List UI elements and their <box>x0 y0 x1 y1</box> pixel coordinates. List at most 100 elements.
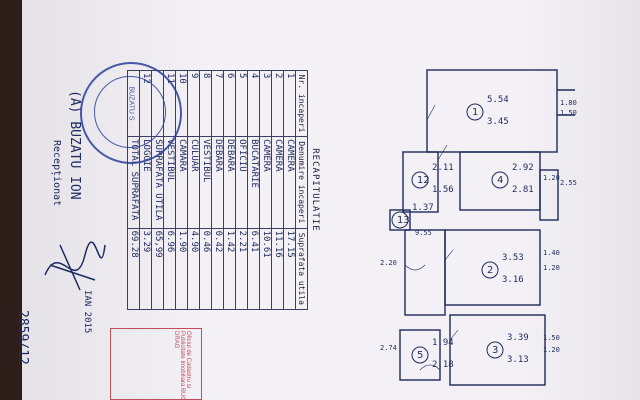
recap-title: RECAPITULATIE <box>310 148 320 232</box>
room-circle-3 <box>486 341 504 359</box>
signature <box>44 241 106 291</box>
room-circle-4 <box>491 171 509 189</box>
receipt-label: Recepționat <box>51 140 62 207</box>
room-dim-a-3: 3.39 <box>507 333 529 343</box>
room-number-5: 5 <box>417 350 423 361</box>
room-dim-a-13: 1.37 <box>412 203 434 213</box>
room-dim-b-12: 1.56 <box>432 185 454 195</box>
room-number-12: 12 <box>417 175 430 186</box>
stamp-inner-ring <box>94 76 166 148</box>
owner-prefix: (A) <box>67 90 82 114</box>
dim-d: 2.55 <box>560 179 577 187</box>
cell-name: CAMERA <box>259 136 272 229</box>
room-dim-a-5: 1.94 <box>432 338 454 348</box>
cell-name: BUCATARIE <box>247 136 260 229</box>
cell-nr: 3 <box>259 70 272 137</box>
handwritten-number: 2859/12 <box>15 310 30 365</box>
dim-j: 2.20 <box>380 259 397 267</box>
cell-area: 11.16 <box>271 228 284 310</box>
room-circle-2 <box>481 261 499 279</box>
cell-nr: 7 <box>211 70 224 137</box>
red-stamp-text: Oficiul de Cadastru si Publicitate Imobi… <box>173 331 191 400</box>
cell-nr: 5 <box>235 70 248 137</box>
cell-name: CAMERA <box>283 136 296 229</box>
cell-nr: 6 <box>223 70 236 137</box>
cell-name: CAMARA <box>175 136 188 229</box>
cell-area: 69.28 <box>127 228 140 310</box>
cell-nr: 8 <box>199 70 212 137</box>
room-circle-13 <box>391 211 409 229</box>
room-number-3: 3 <box>492 345 498 356</box>
col-area-header: Suprafata utila <box>295 228 308 310</box>
cell-area: 6.96 <box>163 228 176 310</box>
room-dim-b-4: 2.81 <box>512 185 534 195</box>
cell-name: DEBARA <box>211 136 224 229</box>
dim-b: 1.50 <box>560 109 577 117</box>
col-name-header: Denumire incaperi <box>295 136 308 229</box>
room-dim-a-12: 2.11 <box>432 163 454 173</box>
room-dim-b-3: 3.13 <box>507 355 529 365</box>
dim-k: 2.74 <box>380 344 397 352</box>
floor-plan-drawing: 1 5.54 3.45 2 3.53 3.16 3 3.39 3.13 4 2.92 2.81 5 1.9… <box>380 69 577 386</box>
cell-nr: 4 <box>247 70 260 137</box>
room-circle-12 <box>411 171 429 189</box>
cell-name: CULUAR <box>187 136 200 229</box>
cell-area: 0.46 <box>199 228 212 310</box>
cell-area: 0.42 <box>211 228 224 310</box>
cell-area: 17.15 <box>283 228 296 310</box>
cell-area: 1.90 <box>175 228 188 310</box>
cell-area: 4.90 <box>187 228 200 310</box>
cell-nr: 2 <box>271 70 284 137</box>
cell-area: 1.42 <box>223 228 236 310</box>
room-dim-b-5: 2.18 <box>432 360 454 370</box>
cell-nr: 1 <box>283 70 296 137</box>
cell-area: 2.21 <box>235 228 248 310</box>
room-number-4: 4 <box>497 175 503 186</box>
cell-area: 3.29 <box>139 228 152 310</box>
cell-area: 10.61 <box>259 228 272 310</box>
cell-area: 65,99 <box>151 228 164 310</box>
stamp-text: BUZATU S <box>127 86 135 121</box>
room-number-13: 13 <box>397 215 410 226</box>
red-cadastre-stamp: Oficiul de Cadastru si Publicitate Imobi… <box>110 328 202 400</box>
room-circle-1 <box>466 103 484 121</box>
cell-area: 6.41 <box>247 228 260 310</box>
room-circle-5 <box>411 346 429 364</box>
dim-e: 1.40 <box>543 249 560 257</box>
dim-c: 1.20 <box>543 174 560 182</box>
room-number-2: 2 <box>487 265 493 276</box>
room-dim-b-1: 3.45 <box>487 117 509 127</box>
cell-name: OFICIU <box>235 136 248 229</box>
owner-name: BUZATU ION <box>67 121 82 200</box>
table-header-row: Nr. incaperi Denumire incaperi Suprafata… <box>295 70 308 310</box>
room-dim-a-1: 5.54 <box>487 95 509 105</box>
dim-i: 9.55 <box>415 229 432 237</box>
background-edge <box>0 0 24 400</box>
room-dim-a-2: 3.53 <box>502 253 524 263</box>
col-nr-header: Nr. incaperi <box>295 70 308 137</box>
floor-plan: 1 5.54 3.45 2 3.53 3.16 3 3.39 3.13 4 2.92 2.81 5 1.9… <box>375 60 600 395</box>
cell-name: DEBARA <box>223 136 236 229</box>
cell-nr: 9 <box>187 70 200 137</box>
room-dim-a-4: 2.92 <box>512 163 534 173</box>
room-number-1: 1 <box>472 107 478 118</box>
cell-name: CAMERA <box>271 136 284 229</box>
circular-stamp: BUZATU S <box>80 62 182 164</box>
dim-h: 1.20 <box>543 346 560 354</box>
date-label: IAN 2015 <box>82 290 92 334</box>
dim-f: 1.20 <box>543 264 560 272</box>
owner-line: (A) BUZATU ION <box>67 90 82 200</box>
cell-name: VESTIBUL <box>199 136 212 229</box>
room-dim-b-2: 3.16 <box>502 275 524 285</box>
dim-g: 1.50 <box>543 334 560 342</box>
